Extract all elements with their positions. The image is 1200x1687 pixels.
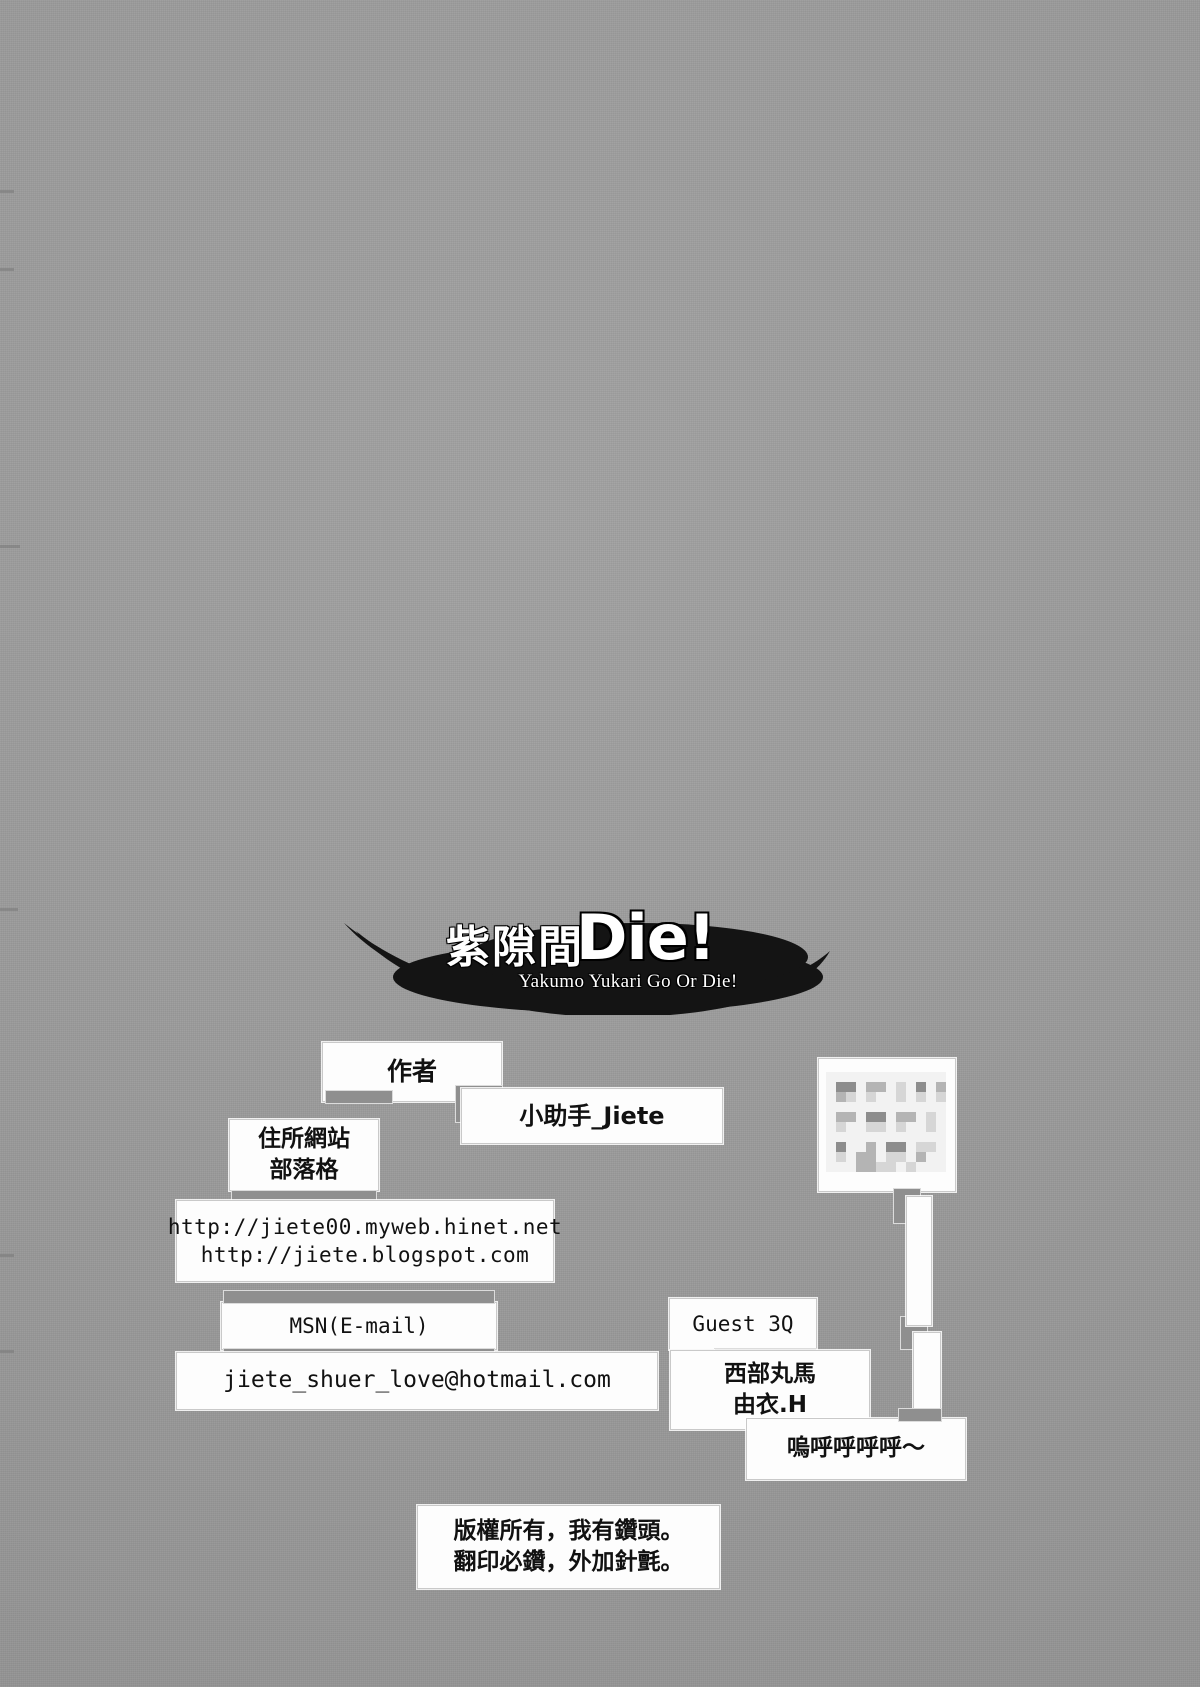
site-label: 住所網站 部落格 (258, 1125, 350, 1183)
guest-names-box: 西部丸馬 由衣.H (670, 1350, 870, 1430)
scan-edge-mark (0, 268, 14, 271)
laugh-text: 嗚呼呼呼呼～ (787, 1435, 925, 1462)
circle-logo: 紫隙間 Die! Yakumo Yukari Go Or Die! (338, 901, 838, 1015)
right-connector-column-2 (913, 1332, 941, 1416)
guest-label: Guest 3Q (692, 1311, 794, 1336)
mosaic-icon (826, 1072, 946, 1172)
author-name-box: 小助手_Jiete (461, 1088, 723, 1144)
site-urls-box: http://jiete00.myweb.hinet.net http://ji… (168, 1200, 562, 1282)
scan-edge-mark (0, 190, 14, 193)
logo-title-cjk: 紫隙間 (446, 922, 584, 973)
guest-label-box: Guest 3Q (669, 1298, 817, 1350)
guest-names: 西部丸馬 由衣.H (724, 1360, 816, 1418)
logo-title-latin: Die! (576, 901, 716, 974)
logo-subtitle: Yakumo Yukari Go Or Die! (518, 971, 738, 992)
author-label-box: 作者 (322, 1042, 502, 1102)
author-label: 作者 (386, 1057, 437, 1087)
email-box: jiete_shuer_love@hotmail.com (176, 1352, 658, 1410)
logo-swoosh-shape (344, 923, 830, 1015)
email-address: jiete_shuer_love@hotmail.com (223, 1367, 611, 1394)
scan-edge-mark (0, 1254, 14, 1257)
scan-edge-mark (0, 1350, 14, 1353)
right-connector-column (906, 1196, 932, 1326)
msn-label-box: MSN(E-mail) (221, 1302, 497, 1350)
copyright-text: 版權所有，我有鑽頭。 翻印必鑽，外加針氈。 (453, 1517, 684, 1575)
scan-edge-mark (0, 545, 20, 548)
msn-label: MSN(E-mail) (289, 1313, 429, 1338)
scan-edge-mark (0, 908, 18, 911)
author-name: 小助手_Jiete (519, 1101, 665, 1130)
site-label-box: 住所網站 部落格 (229, 1119, 379, 1191)
site-urls: http://jiete00.myweb.hinet.net http://ji… (167, 1214, 563, 1267)
laugh-box: 嗚呼呼呼呼～ (746, 1418, 966, 1480)
author-label-strip-2 (325, 1090, 393, 1104)
laugh-box-strip (898, 1408, 942, 1422)
copyright-box: 版權所有，我有鑽頭。 翻印必鑽，外加針氈。 (417, 1505, 720, 1589)
msn-label-strip (223, 1290, 495, 1304)
